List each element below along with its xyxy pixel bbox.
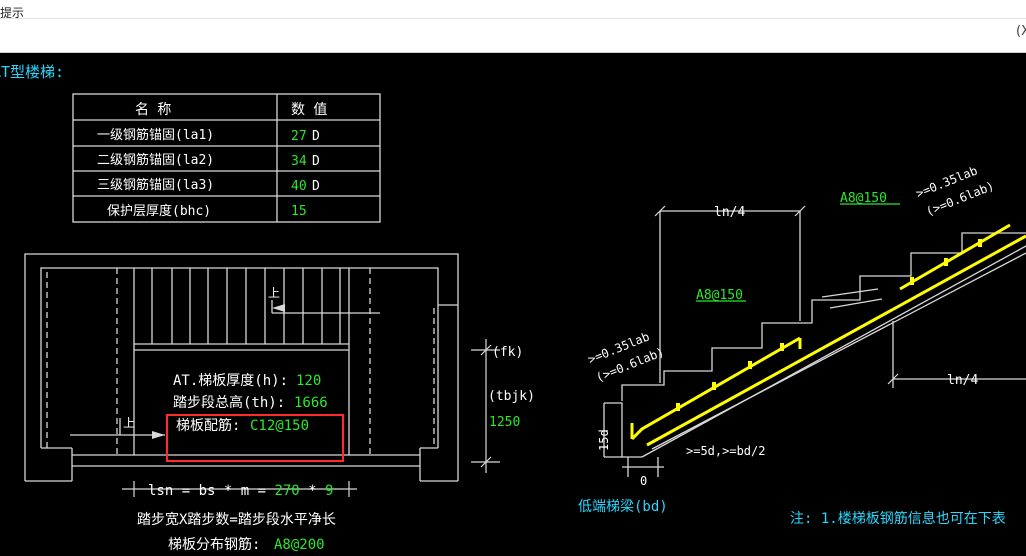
formula-description: 踏步宽X踏步数=踏步段水平净长: [137, 511, 336, 528]
parameter-table: [72, 93, 381, 223]
drawing-canvas: AT型楼梯: 名 称 数 值 一级钢筋锚固(la1) 27 D 二级钢筋锚固(l…: [0, 53, 1026, 553]
table-row-name: 三级钢筋锚固(la3): [97, 177, 214, 193]
rebar-lines: [630, 223, 1026, 447]
ln4-top-dimension: ln/4: [714, 205, 745, 220]
width-dimension: [122, 339, 500, 497]
table-row-unit: D: [312, 129, 320, 144]
table-row-value[interactable]: 34: [291, 154, 307, 169]
rebar-dots: [676, 239, 982, 411]
fk-label: (fk): [492, 345, 523, 360]
stair-section-view: [603, 210, 1026, 477]
tbjk-value[interactable]: 1250: [489, 415, 520, 430]
tbjk-label: (tbjk): [488, 389, 535, 404]
a8-top-label[interactable]: A8@150: [840, 191, 887, 206]
thickness-label: AT.梯板厚度(h):: [173, 373, 288, 389]
a8-mid-label[interactable]: A8@150: [696, 288, 743, 303]
height-value[interactable]: 1666: [294, 395, 328, 411]
up-direction-label: 上: [123, 416, 135, 430]
stair-type-heading: AT型楼梯:: [0, 63, 64, 81]
section-dimension-ticks: [654, 205, 899, 385]
distribution-label: 梯板分布钢筋:: [168, 536, 260, 552]
stair-plan-view: [24, 253, 459, 482]
cad-drawing: AT型楼梯: 名 称 数 值 一级钢筋锚固(la1) 27 D 二级钢筋锚固(l…: [0, 63, 1026, 553]
height-label: 踏步段总高(th):: [173, 394, 285, 411]
window-title: 提示: [0, 6, 25, 20]
rebar-label: 梯板配筋:: [176, 417, 240, 434]
highlight-box: [166, 414, 344, 462]
note-text: 注: 1.楼梯板钢筋信息也可在下表: [790, 510, 1006, 527]
ln4-bottom-dimension: ln/4: [947, 373, 978, 388]
table-row-name: 二级钢筋锚固(la2): [97, 152, 214, 168]
titlebar-divider: [0, 18, 1026, 19]
table-header-name: 名 称: [135, 102, 171, 118]
lsn-formula: lsn = bs * m = 270 * 9: [148, 483, 333, 499]
table-row-value[interactable]: 15: [291, 204, 307, 219]
table-row-name: 一级钢筋锚固(la1): [97, 127, 214, 143]
anchor-15d-label: 15d: [597, 429, 611, 451]
table-header-value: 数 值: [291, 102, 327, 118]
distribution-value[interactable]: A8@200: [274, 537, 325, 553]
table-row-value[interactable]: 40: [291, 179, 307, 194]
dialog-titlebar: 提示 (X: [0, 0, 1026, 53]
table-row-name: 保护层厚度(bhc): [107, 203, 211, 219]
table-row-unit: D: [312, 179, 320, 194]
zero-label: 0: [640, 474, 647, 488]
close-button[interactable]: (X: [1016, 24, 1026, 39]
rebar-value[interactable]: C12@150: [250, 418, 309, 434]
low-beam-label: 低端梯梁(bd): [578, 499, 668, 515]
table-row-value[interactable]: 27: [291, 129, 307, 144]
thickness-value[interactable]: 120: [296, 373, 321, 389]
table-row-unit: D: [312, 154, 320, 169]
bd-label: >=5d,>=bd/2: [686, 444, 765, 458]
up-direction-label: 上: [268, 286, 280, 300]
